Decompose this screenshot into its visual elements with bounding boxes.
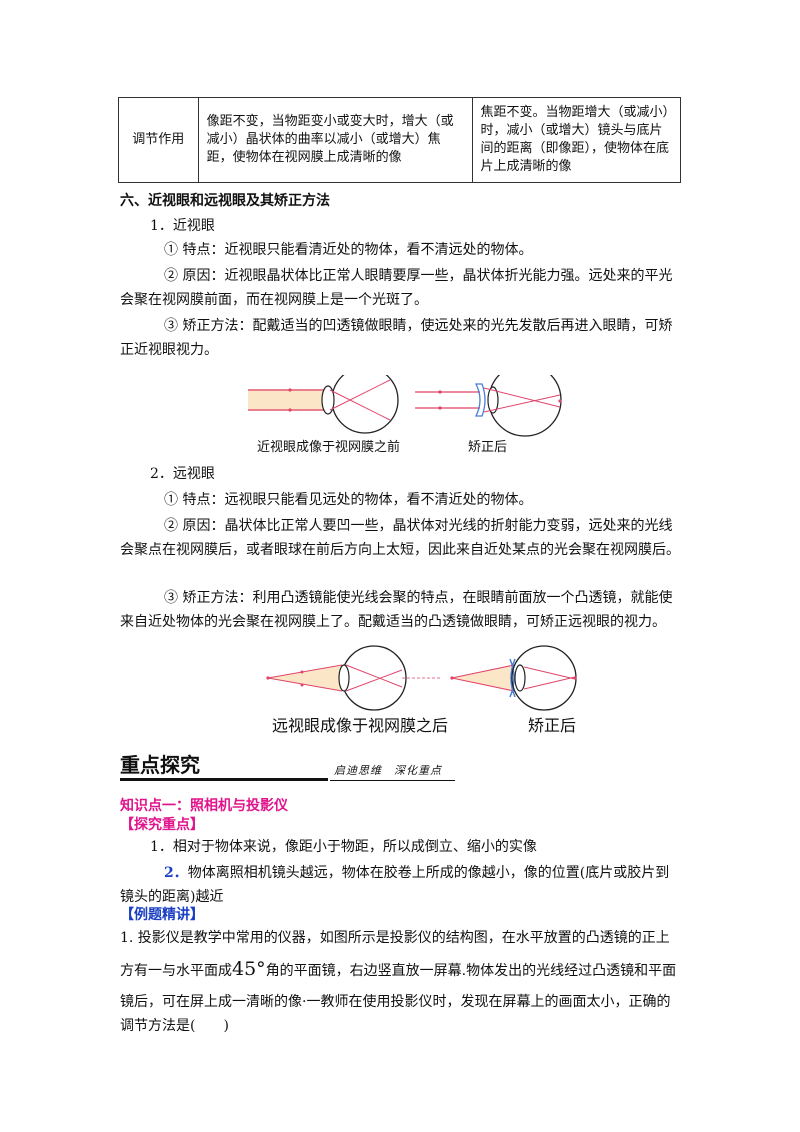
explore-label: 【探究重点】 xyxy=(120,817,204,833)
example-line-1: 1. 投影仪是教学中常用的仪器，如图所示是投影仪的结构图，在水平放置的凸透镜的正… xyxy=(120,930,670,946)
hyperopia-heading: 2．远视眼 xyxy=(150,466,215,482)
example-line-2: 方有一与水平面成45°角的平面镜，右边竖直放一屏幕.物体发出的光线经过凸透镜和平… xyxy=(120,952,680,988)
focus-title: 重点探究 xyxy=(120,753,200,777)
point2-text: 物体离照相机镜头越远，物体在胶卷上所成的像越小，像的位置(底片或胶片到镜头的距离… xyxy=(120,865,670,905)
focus-header: 重点探究 启迪思维 深化重点 xyxy=(120,752,455,782)
angle-value: 45° xyxy=(232,958,266,980)
table-camera-cell: 焦距不变。当物距增大（或减小）时，减小（或增大）镜头与底片间的距离（即像距），使… xyxy=(471,97,681,183)
myopia-eye-figure xyxy=(248,375,399,434)
header-rule-thin xyxy=(330,780,455,781)
hyperopia-feature: ① 特点：远视眼只能看见远处的物体，看不清近处的物体。 xyxy=(164,492,533,508)
example-line-3: 镜后，可在屏上成一清晰的像·一教师在使用投影仪时，发现在屏幕上的画面太小，正确的 xyxy=(120,994,671,1010)
point2-number: 2． xyxy=(164,865,188,881)
table-label-cell: 调节作用 xyxy=(118,97,199,183)
myopia-feature: ① 特点：近视眼只能看清近处的物体，看不清远处的物体。 xyxy=(164,242,533,258)
hyperopia-cause: ② 原因：晶状体比正常人要凹一些，晶状体对光线的折射能力变弱，远处来的光线会聚点… xyxy=(120,518,680,558)
myopia-caption-right: 矫正后 xyxy=(468,440,508,455)
table-eye-cell: 像距不变，当物距变小或变大时，增大（或减小）晶状体的曲率以减小（或增大）焦距，使… xyxy=(197,97,473,183)
hyperopia-caption-right: 矫正后 xyxy=(528,716,577,735)
myopia-cause: ② 原因：近视眼晶状体比正常人眼睛要厚一些，晶状体折光能力强。远处来的平光会聚在… xyxy=(120,268,673,308)
hyperopia-corrected-figure xyxy=(450,645,577,711)
focus-point-2: 2．物体离照相机镜头越远，物体在胶卷上所成的像越小，像的位置(底片或胶片到镜头的… xyxy=(120,861,680,909)
myopia-corrected-figure xyxy=(415,375,562,437)
focus-subtitle: 启迪思维 深化重点 xyxy=(334,764,442,777)
example-line-2b: 角的平面镜，右边竖直放一屏幕.物体发出的光线经过凸透镜和平面 xyxy=(265,963,677,979)
myopia-diagram xyxy=(248,375,562,437)
header-rule-thick xyxy=(120,778,328,781)
adjustment-table: 调节作用 像距不变，当物距变小或变大时，增大（或减小）晶状体的曲率以减小（或增大… xyxy=(118,97,681,183)
myopia-caption-left: 近视眼成像于视网膜之前 xyxy=(257,440,401,455)
myopia-correction: ③ 矫正方法：配戴适当的凹透镜做眼睛，使远处来的光先发散后再进入眼睛，可矫正近视… xyxy=(120,318,673,358)
section-title: 六、近视眼和远视眼及其矫正方法 xyxy=(120,193,330,209)
focus-point-1: 1．相对于物体来说，像距小于物距，所以成倒立、缩小的实像 xyxy=(150,839,537,855)
hyperopia-caption-left: 远视眼成像于视网膜之后 xyxy=(272,716,449,735)
example-label: 【例题精讲】 xyxy=(120,907,204,923)
myopia-heading: 1．近视眼 xyxy=(150,218,215,234)
knowledge-point-title: 知识点一：照相机与投影仪 xyxy=(120,798,288,814)
example-line-4: 调节方法是( ) xyxy=(120,1018,229,1034)
hyperopia-eye-figure xyxy=(266,645,442,711)
hyperopia-diagram xyxy=(266,645,577,711)
example-line-2a: 方有一与水平面成 xyxy=(120,963,232,979)
hyperopia-correction: ③ 矫正方法：利用凸透镜能使光线会聚的特点，在眼睛前面放一个凸透镜，就能使来自近… xyxy=(120,590,673,630)
